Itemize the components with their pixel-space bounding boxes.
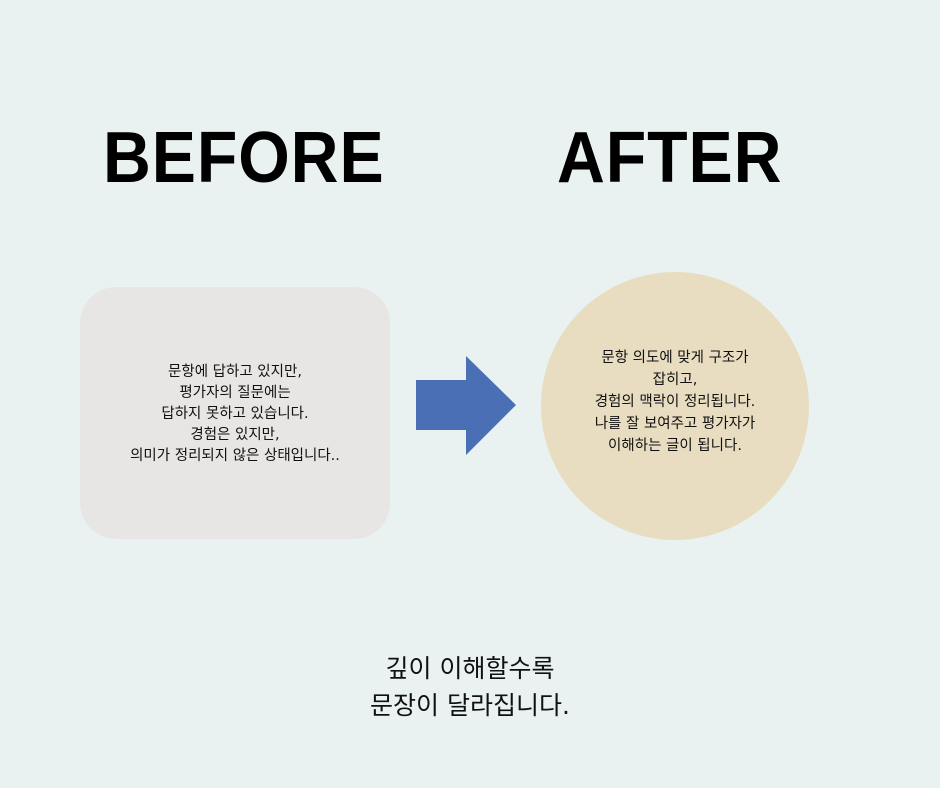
before-line: 의미가 정리되지 않은 상태입니다.. — [130, 447, 340, 464]
after-line: 나를 잘 보여주고 평가자가 — [594, 416, 756, 432]
after-line: 문항 의도에 맞게 구조가 — [601, 350, 749, 366]
caption-line: 깊이 이해할수록 — [385, 654, 555, 683]
after-line: 잡히고, — [652, 372, 698, 388]
before-line: 문항에 답하고 있지만, — [168, 363, 302, 380]
after-line: 이해하는 글이 됩니다. — [608, 438, 742, 454]
after-heading: AFTER — [557, 118, 783, 198]
caption-line: 문장이 달라집니다. — [370, 691, 570, 720]
right-arrow-icon — [416, 356, 516, 456]
caption: 깊이 이해할수록 문장이 달라집니다. — [0, 650, 940, 724]
before-heading: BEFORE — [103, 118, 385, 198]
before-line: 답하지 못하고 있습니다. — [161, 405, 309, 422]
before-line: 평가자의 질문에는 — [179, 384, 291, 401]
after-text: 문항 의도에 맞게 구조가 잡히고, 경험의 맥락이 정리됩니다. 나를 잘 보… — [595, 347, 756, 457]
after-line: 경험의 맥락이 정리됩니다. — [594, 394, 756, 410]
after-circle: 문항 의도에 맞게 구조가 잡히고, 경험의 맥락이 정리됩니다. 나를 잘 보… — [541, 272, 809, 540]
before-text: 문항에 답하고 있지만, 평가자의 질문에는 답하지 못하고 있습니다. 경험은… — [130, 362, 340, 467]
before-box: 문항에 답하고 있지만, 평가자의 질문에는 답하지 못하고 있습니다. 경험은… — [80, 287, 390, 539]
before-line: 경험은 있지만, — [190, 426, 280, 443]
